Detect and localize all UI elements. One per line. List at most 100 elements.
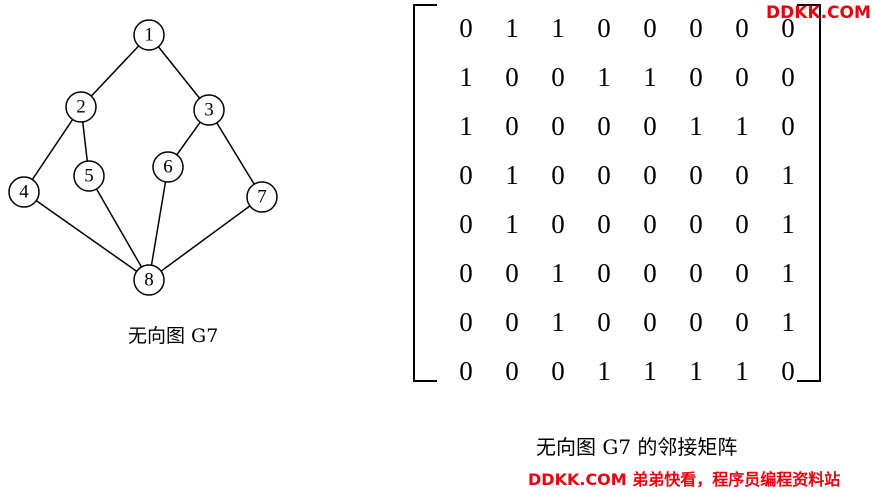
matrix-cell: 0 xyxy=(735,307,749,337)
matrix-cell: 1 xyxy=(781,160,795,190)
matrix-cell: 1 xyxy=(505,209,519,239)
edge-6-8 xyxy=(148,166,169,281)
watermark-top: DDKK.COM xyxy=(766,3,871,23)
matrix-cell: 0 xyxy=(781,13,795,43)
matrix-cell: 0 xyxy=(459,356,473,386)
matrix-cell: 0 xyxy=(735,13,749,43)
matrix-right-bracket xyxy=(797,4,821,382)
matrix-cell: 1 xyxy=(551,258,565,288)
node-circle xyxy=(152,151,184,183)
graph-edges xyxy=(23,34,263,281)
matrix-cell: 1 xyxy=(781,209,795,239)
matrix-cell: 0 xyxy=(735,160,749,190)
matrix-cell: 0 xyxy=(781,356,795,386)
graph-node-2: 2 xyxy=(65,91,97,123)
matrix-cell: 0 xyxy=(689,62,703,92)
node-label: 7 xyxy=(257,187,267,208)
matrix-row: 0 0 1 0 0 0 0 1 xyxy=(443,298,813,347)
matrix-cell: 0 xyxy=(597,13,611,43)
edge-1-3 xyxy=(148,34,210,111)
node-circle xyxy=(133,264,165,296)
matrix-cell: 0 xyxy=(597,258,611,288)
matrix-cell: 1 xyxy=(459,62,473,92)
node-circle xyxy=(193,94,225,126)
matrix-cell: 0 xyxy=(643,111,657,141)
matrix-cell: 0 xyxy=(551,209,565,239)
edge-7-8 xyxy=(148,196,263,281)
matrix-cell: 0 xyxy=(505,62,519,92)
matrix-cell: 1 xyxy=(781,307,795,337)
matrix-cell: 0 xyxy=(781,111,795,141)
matrix-row: 0 1 0 0 0 0 0 1 xyxy=(443,200,813,249)
edge-1-2 xyxy=(80,34,150,108)
node-circle xyxy=(246,181,278,213)
node-circle xyxy=(65,91,97,123)
matrix-cell: 0 xyxy=(505,111,519,141)
matrix-cell: 0 xyxy=(781,62,795,92)
node-circle xyxy=(8,176,40,208)
matrix-cell: 0 xyxy=(643,258,657,288)
graph-node-6: 6 xyxy=(152,151,184,183)
matrix-cell: 1 xyxy=(689,356,703,386)
matrix-cell: 0 xyxy=(643,13,657,43)
matrix-cell: 0 xyxy=(597,307,611,337)
graph-node-7: 7 xyxy=(246,181,278,213)
node-circle xyxy=(73,160,105,192)
matrix-cell: 0 xyxy=(689,307,703,337)
matrix-cell: 1 xyxy=(735,111,749,141)
matrix-cell: 0 xyxy=(505,307,519,337)
matrix-cell: 0 xyxy=(459,258,473,288)
graph-node-4: 4 xyxy=(8,176,40,208)
matrix-cell: 0 xyxy=(689,13,703,43)
node-label: 5 xyxy=(84,166,94,187)
matrix-cell: 0 xyxy=(735,62,749,92)
matrix-cell: 1 xyxy=(643,356,657,386)
node-label: 3 xyxy=(204,100,214,121)
matrix-cell: 0 xyxy=(643,307,657,337)
node-label: 4 xyxy=(19,182,29,203)
graph-node-8: 8 xyxy=(133,264,165,296)
matrix-cell: 1 xyxy=(781,258,795,288)
edge-4-8 xyxy=(23,191,150,281)
matrix-cell: 0 xyxy=(505,258,519,288)
graph-node-5: 5 xyxy=(73,160,105,192)
node-label: 2 xyxy=(76,97,86,118)
matrix-cell: 0 xyxy=(597,111,611,141)
edge-3-7 xyxy=(208,109,263,198)
node-label: 8 xyxy=(144,270,154,291)
node-label: 6 xyxy=(163,157,173,178)
matrix-cell: 0 xyxy=(689,209,703,239)
matrix-cell: 0 xyxy=(597,160,611,190)
matrix-cell: 0 xyxy=(643,160,657,190)
edge-5-8 xyxy=(88,175,150,281)
matrix-cell: 1 xyxy=(459,111,473,141)
matrix-cell: 1 xyxy=(551,307,565,337)
matrix-cell: 1 xyxy=(505,160,519,190)
edge-2-4 xyxy=(23,106,82,193)
matrix-cell: 0 xyxy=(643,209,657,239)
watermark-bottom: DDKK.COM 弟弟快看，程序员编程资料站 xyxy=(528,470,841,489)
matrix-cell: 0 xyxy=(505,356,519,386)
matrix-cell: 0 xyxy=(689,258,703,288)
matrix-cell: 0 xyxy=(459,307,473,337)
matrix-cell: 1 xyxy=(643,62,657,92)
matrix-cell: 0 xyxy=(689,160,703,190)
matrix-cell: 1 xyxy=(597,356,611,386)
matrix-cell: 0 xyxy=(459,13,473,43)
matrix-cell: 0 xyxy=(459,160,473,190)
matrix-cell: 0 xyxy=(597,209,611,239)
matrix-cell: 0 xyxy=(551,62,565,92)
matrix-cell: 0 xyxy=(735,209,749,239)
adjacency-matrix: 0 1 1 0 0 0 0 0 1 0 0 1 1 0 0 0 1 0 0 0 0 1 1 0 0 1 0 0 0 0 0 1 0 1 0 0 0 0 0 1… xyxy=(413,4,821,385)
matrix-cell: 0 xyxy=(459,209,473,239)
matrix-cell: 1 xyxy=(597,62,611,92)
matrix-cell: 1 xyxy=(505,13,519,43)
node-circle xyxy=(133,19,165,51)
matrix-cell: 0 xyxy=(551,111,565,141)
